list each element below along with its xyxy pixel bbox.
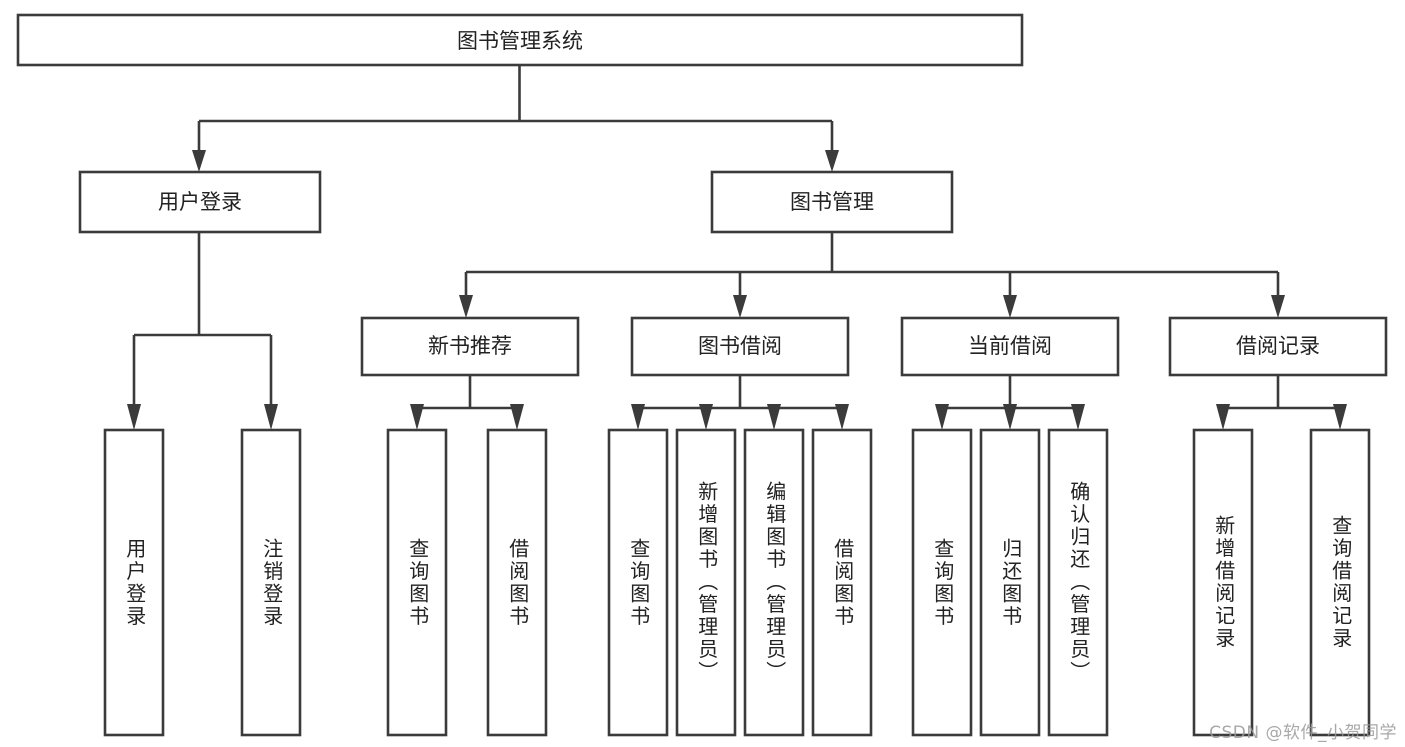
leaf-box-group-user-login: [103, 428, 302, 737]
arrow-head-leaf-user-login-1: [127, 404, 141, 430]
leaf-box-borrow-records-2[interactable]: [1309, 428, 1371, 737]
node-borrow-records-box[interactable]: [1168, 316, 1388, 377]
node-borrow-records-label: 借阅记录: [1236, 334, 1320, 358]
arrow-head-leaf-current-borrow-2: [1003, 404, 1017, 430]
arrow-head-leaf-borrow-records-2: [1333, 404, 1347, 430]
leaf-box-book-borrow-3[interactable]: [743, 428, 805, 737]
node-borrow-records[interactable]: 借阅记录: [1168, 316, 1388, 377]
leaf-box-book-borrow-2[interactable]: [675, 428, 737, 737]
arrow-head-leaf-book-borrow-2: [699, 404, 713, 430]
node-new-book-recommend-box[interactable]: [360, 316, 580, 377]
node-book-manage-box[interactable]: [710, 170, 954, 234]
arrow-head-leaf-book-borrow-4: [835, 404, 849, 430]
arrow-head-leaf-new-book-2: [510, 404, 524, 430]
node-current-borrow-box[interactable]: [900, 316, 1120, 377]
connector-group-borrow-records-leaves: [1216, 375, 1347, 430]
leaf-box-book-borrow-1[interactable]: [607, 428, 669, 737]
connector-group-root: [192, 65, 839, 172]
leaf-box-user-login-1[interactable]: [103, 428, 165, 737]
arrow-head-current-borrow: [1003, 295, 1017, 318]
leaf-box-new-book-1[interactable]: [386, 428, 448, 737]
arrow-head-borrow-records: [1271, 295, 1285, 318]
leaf-box-user-login-2[interactable]: [240, 428, 302, 737]
leaf-box-current-borrow-3[interactable]: [1047, 428, 1109, 737]
leaf-box-book-borrow-4[interactable]: [811, 428, 873, 737]
leaf-box-new-book-2[interactable]: [486, 428, 548, 737]
arrow-head-leaf-current-borrow-1: [935, 404, 949, 430]
node-book-borrow-box[interactable]: [630, 316, 850, 377]
leaf-box-group-borrow-records: [1192, 428, 1371, 737]
arrow-head-new-book: [459, 295, 473, 318]
arrow-head-leaf-borrow-records-1: [1216, 404, 1230, 430]
node-book-borrow[interactable]: 图书借阅: [630, 316, 850, 377]
arrow-head-book-manage: [825, 150, 839, 172]
node-book-manage-label: 图书管理: [790, 190, 874, 214]
arrow-head-user-login: [192, 150, 206, 172]
node-user-login[interactable]: 用户登录: [78, 170, 322, 234]
node-book-borrow-label: 图书借阅: [698, 334, 782, 358]
connector-group-user-login: [127, 232, 278, 430]
leaf-box-group-new-book: [386, 428, 548, 737]
node-current-borrow-label: 当前借阅: [968, 334, 1052, 358]
arrow-head-leaf-new-book-1: [410, 404, 424, 430]
node-new-book-recommend-label: 新书推荐: [428, 334, 512, 358]
connector-group-book-borrow-leaves: [631, 375, 849, 430]
leaf-box-borrow-records-1[interactable]: [1192, 428, 1254, 737]
connector-group-current-borrow-leaves: [935, 375, 1085, 430]
arrow-head-leaf-book-borrow-3: [767, 404, 781, 430]
leaf-box-group-book-borrow: [607, 428, 873, 737]
connector-group-new-book-leaves: [410, 375, 524, 430]
node-root-label: 图书管理系统: [457, 29, 583, 53]
leaf-box-current-borrow-2[interactable]: [979, 428, 1041, 737]
node-root-box[interactable]: [16, 13, 1024, 67]
leaf-box-group-current-borrow: [911, 428, 1109, 737]
node-root[interactable]: 图书管理系统: [16, 13, 1024, 67]
node-new-book-recommend[interactable]: 新书推荐: [360, 316, 580, 377]
arrow-head-leaf-current-borrow-3: [1071, 404, 1085, 430]
node-current-borrow[interactable]: 当前借阅: [900, 316, 1120, 377]
arrow-head-leaf-user-login-2: [264, 404, 278, 430]
node-user-login-box[interactable]: [78, 170, 322, 234]
connector-group-book-manage: [459, 232, 1285, 318]
node-book-manage[interactable]: 图书管理: [710, 170, 954, 234]
watermark-text: CSDN @软件_小贺同学: [1209, 723, 1397, 743]
arrow-head-leaf-book-borrow-1: [631, 404, 645, 430]
node-user-login-label: 用户登录: [158, 190, 242, 214]
arrow-head-book-borrow: [733, 295, 747, 318]
leaf-box-current-borrow-1[interactable]: [911, 428, 973, 737]
